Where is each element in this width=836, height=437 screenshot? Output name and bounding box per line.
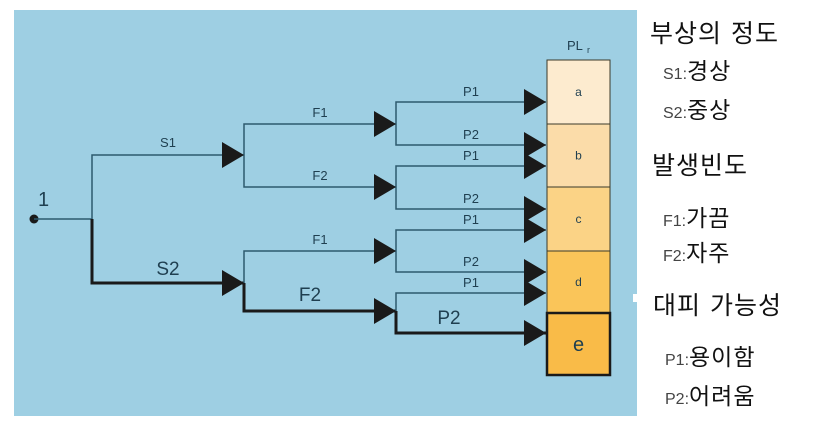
arrow-icon — [524, 217, 546, 243]
plr-subscript: r — [587, 45, 590, 55]
arrow-icon — [222, 270, 244, 296]
plr-level-d — [546, 250, 611, 314]
edge-p2 — [395, 124, 546, 146]
legend-key: S1: — [663, 66, 688, 83]
legend-value: 자주 — [686, 241, 731, 267]
label-s2: S2 — [156, 259, 179, 280]
legend-item-s2: S2:중상 — [663, 91, 731, 125]
arrow-icon — [524, 259, 546, 285]
label-p1: P1 — [463, 148, 479, 163]
legend-key: P2: — [665, 391, 690, 408]
plr-level-label: c — [576, 212, 582, 226]
plr-level-label: e — [573, 334, 584, 356]
edge-s1-f2 — [243, 155, 396, 188]
arrow-icon — [524, 196, 546, 222]
legend-key: F2: — [663, 248, 687, 265]
legend-key: P1: — [665, 352, 690, 369]
plr-level-a — [546, 59, 611, 125]
legend-value: 경상 — [687, 59, 732, 85]
legend-item-f2: F2:자주 — [663, 234, 730, 268]
label-p2: P2 — [463, 127, 479, 142]
edge-p1 — [395, 101, 546, 124]
arrow-icon — [524, 320, 546, 346]
edge-s1 — [91, 154, 244, 219]
plr-level-c — [546, 186, 611, 252]
legend-item-f1: F1:가끔 — [663, 199, 730, 233]
label-p2: P2 — [437, 308, 460, 329]
label-p1: P1 — [463, 275, 479, 290]
label-f1: F1 — [312, 232, 327, 247]
edge-s1-f1 — [243, 123, 396, 155]
arrow-icon — [374, 238, 396, 264]
legend-value: 어려움 — [689, 384, 756, 410]
legend-value: 용이함 — [689, 345, 756, 371]
legend-key: F1: — [663, 213, 687, 230]
label-p1: P1 — [463, 212, 479, 227]
edge-p1 — [395, 165, 546, 187]
legend-item-p1: P1:용이함 — [665, 338, 756, 372]
label-p2: P2 — [463, 191, 479, 206]
legend-severity-title: 부상의 정도 — [650, 19, 779, 48]
arrow-icon — [524, 132, 546, 158]
legend-frequency-title: 발생빈도 — [652, 151, 749, 180]
edge-p2 — [395, 251, 546, 273]
label-p2: P2 — [463, 254, 479, 269]
arrow-icon — [374, 174, 396, 200]
label-p1: P1 — [463, 84, 479, 99]
label-f1: F1 — [312, 105, 327, 120]
edge-s2-f2 — [242, 283, 396, 313]
edge-p2 — [395, 187, 546, 210]
legend-key: S2: — [663, 105, 688, 122]
label-f2: F2 — [299, 285, 321, 306]
edge-s2-f1 — [243, 250, 396, 283]
arrow-icon — [222, 142, 244, 168]
legend-value: 가끔 — [686, 206, 731, 232]
label-f2: F2 — [312, 168, 327, 183]
arrow-icon — [374, 111, 396, 137]
arrow-icon — [374, 298, 396, 324]
legend-value: 중상 — [687, 98, 732, 124]
start-label: 1 — [38, 189, 49, 211]
plr-level-e — [545, 311, 612, 377]
edge-p1 — [395, 292, 546, 311]
arrow-icon — [524, 153, 546, 179]
plr-level-label: d — [575, 275, 582, 289]
legend-avoidance-title: 대피 가능성 — [653, 291, 782, 320]
edge-p2 — [394, 311, 546, 335]
legend-item-p2: P2:어려움 — [665, 377, 756, 411]
arrow-icon — [524, 89, 546, 115]
edge-s2 — [90, 219, 244, 285]
marker-tick — [633, 294, 638, 302]
plr-level-label: b — [575, 149, 582, 163]
legend-item-s1: S1:경상 — [663, 52, 731, 86]
plr-level-label: a — [575, 85, 582, 99]
plr-header: PL — [567, 38, 583, 53]
edge-p1 — [395, 229, 546, 251]
arrow-icon — [524, 280, 546, 306]
label-s1: S1 — [160, 135, 176, 150]
